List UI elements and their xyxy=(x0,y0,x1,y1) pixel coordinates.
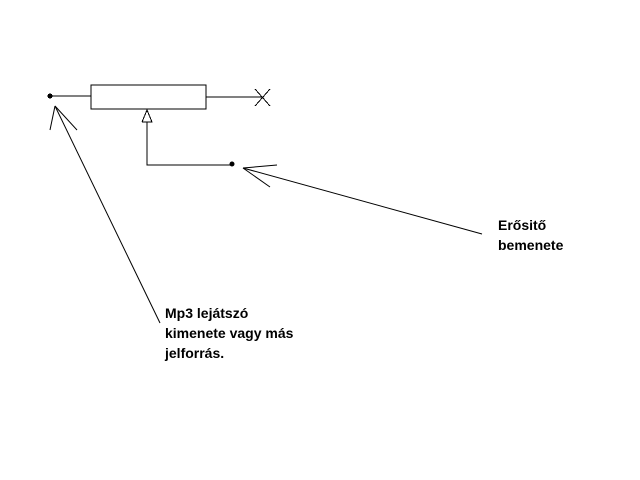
open-end-x-mark-b xyxy=(254,88,271,107)
mp3-output-label-line-3: jelforrás. xyxy=(165,345,225,361)
mp3-pointer-arrow-a xyxy=(49,105,56,131)
wiper-wire xyxy=(146,122,231,166)
amplifier-input-label-line-1: Erősitő xyxy=(498,217,547,233)
amp-pointer-line xyxy=(242,167,483,235)
output-terminal-dot xyxy=(229,161,235,167)
mp3-output-label: Mp3 lejátszó kimenete vagy más jelforrás… xyxy=(165,303,293,363)
amp-pointer-arrow-b xyxy=(242,167,271,188)
amplifier-input-label-line-2: bemenete xyxy=(498,237,564,253)
amplifier-input-label: Erősitő bemenete xyxy=(498,215,563,255)
mp3-pointer-arrow-b xyxy=(54,105,78,131)
mp3-pointer-line xyxy=(54,105,161,324)
mp3-output-label-line-2: kimenete vagy más xyxy=(165,325,294,341)
mp3-output-label-line-1: Mp3 lejátszó xyxy=(165,305,249,321)
amp-pointer-arrow-a xyxy=(242,164,278,169)
